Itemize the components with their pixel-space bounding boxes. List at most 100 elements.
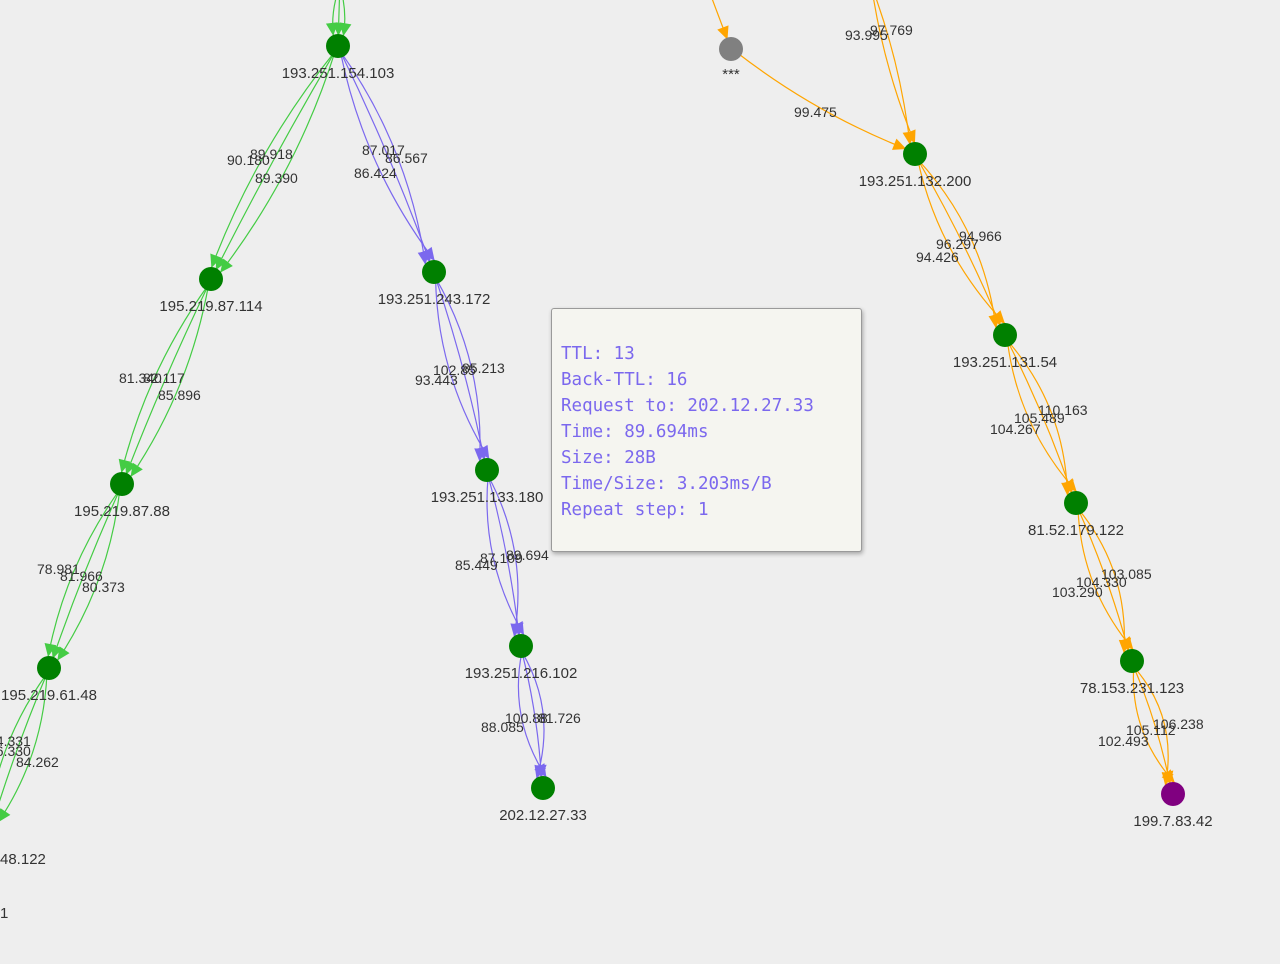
edge-label: 94.966 <box>959 228 1002 244</box>
arrowhead-icon <box>988 314 1001 329</box>
hop-node-o4[interactable] <box>1120 649 1144 673</box>
edge-label: 86.330 <box>0 743 31 759</box>
edge-orange[interactable] <box>1133 666 1169 787</box>
edge-green[interactable] <box>215 50 336 271</box>
edge-purple[interactable] <box>487 475 519 638</box>
edge-orange[interactable] <box>1132 666 1176 784</box>
edge-label: 80.373 <box>82 579 125 595</box>
node-label: 193.251.132.200 <box>859 173 972 190</box>
node-label: 48.122 <box>0 851 46 868</box>
node-label: 1 <box>0 905 8 922</box>
edge-green[interactable] <box>47 489 121 657</box>
edge-label: 82.117 <box>143 370 185 386</box>
edge-label: 93.443 <box>415 372 458 388</box>
edge-orange[interactable] <box>917 159 1002 327</box>
edge-green[interactable] <box>0 673 48 823</box>
edge-green[interactable] <box>210 50 336 269</box>
hop-node-g1[interactable] <box>326 34 350 58</box>
edge-orange[interactable] <box>735 51 907 150</box>
arrowhead-icon <box>1061 482 1074 496</box>
arrowhead-icon <box>118 458 131 473</box>
arrowhead-icon <box>0 809 3 814</box>
edge-label: 89.390 <box>255 170 298 186</box>
hop-node-o1[interactable] <box>903 142 927 166</box>
edge-label: 87.017 <box>362 142 405 158</box>
edge-label: 89.918 <box>250 146 293 162</box>
tooltip-size: Size: 28B <box>561 448 656 468</box>
edge-label: 94.426 <box>916 249 959 265</box>
hop-node-p1[interactable] <box>422 260 446 284</box>
edge-purple[interactable] <box>521 651 545 780</box>
hop-node-g2[interactable] <box>199 267 223 291</box>
edge-label: 102.493 <box>1098 733 1149 749</box>
edge-green[interactable] <box>125 284 210 476</box>
hop-node-o0[interactable] <box>719 37 743 61</box>
arrowhead-icon <box>902 131 915 145</box>
edge-purple[interactable] <box>339 51 436 262</box>
edge-purple[interactable] <box>339 51 427 265</box>
edge-label: 81.966 <box>60 568 103 584</box>
edge-green[interactable] <box>56 489 121 661</box>
edge-green[interactable] <box>219 51 336 273</box>
node-label: 193.251.154.103 <box>282 65 395 82</box>
node-label: 193.251.243.172 <box>378 291 491 308</box>
hop-node-p4[interactable] <box>531 776 555 800</box>
hop-node-o2[interactable] <box>993 323 1017 347</box>
edge-label: 88.085 <box>481 719 524 735</box>
node-label: 193.251.216.102 <box>465 665 578 682</box>
edge-green[interactable] <box>0 673 48 821</box>
edge-green[interactable] <box>0 673 48 819</box>
hop-node-g3[interactable] <box>110 472 134 496</box>
arrowhead-icon <box>210 253 222 268</box>
edge-green[interactable] <box>120 284 210 473</box>
edge-label: 100.88 <box>505 710 548 726</box>
arrowhead-icon <box>474 448 487 462</box>
node-label: 195.219.87.114 <box>159 298 262 315</box>
node-label: 199.7.83.42 <box>1133 813 1212 830</box>
edge-orange[interactable] <box>1077 508 1134 651</box>
tooltip-request-to: Request to: 202.12.27.33 <box>561 396 814 416</box>
node-label: 81.52.179.122 <box>1028 522 1124 539</box>
arrowhead-icon <box>417 251 430 265</box>
edge-orange[interactable] <box>1006 340 1078 493</box>
edge-purple[interactable] <box>517 651 547 778</box>
edge-orange[interactable] <box>1077 508 1126 654</box>
hop-node-o3[interactable] <box>1064 491 1088 515</box>
arrowhead-icon <box>534 764 547 779</box>
arrowhead-icon <box>717 25 729 40</box>
node-label: 195.219.61.48 <box>1 687 97 704</box>
edge-green[interactable] <box>130 284 210 478</box>
node-labels: 193.251.154.103 195.219.87.114 195.219.8… <box>0 65 1213 922</box>
hop-node-o5[interactable] <box>1161 782 1185 806</box>
node-label: 202.12.27.33 <box>499 807 587 824</box>
hop-node-g4[interactable] <box>37 656 61 680</box>
tooltip-time: Time: 89.694ms <box>561 422 709 442</box>
edge-label: 110.163 <box>1038 402 1088 418</box>
edge-orange[interactable] <box>1006 340 1069 496</box>
edge-labels: 90.180 89.918 89.390 81.340 82.117 85.89… <box>0 22 1204 770</box>
arrowhead-icon <box>892 138 907 150</box>
edge-orange[interactable] <box>917 158 997 329</box>
edge-label: 106.238 <box>1153 716 1204 732</box>
edge-purple[interactable] <box>434 277 490 460</box>
edge-purple[interactable] <box>486 475 525 636</box>
edge-label: 105.112 <box>1126 722 1176 738</box>
arrowhead-icon <box>44 642 57 657</box>
node-label: 78.153.231.123 <box>1080 680 1184 697</box>
edges-layer <box>0 0 1176 823</box>
arrowhead-icon <box>325 22 338 36</box>
tooltip-repeat-step: Repeat step: 1 <box>561 500 709 520</box>
edge-purple[interactable] <box>435 277 481 462</box>
edge-green[interactable] <box>52 489 121 659</box>
hop-node-p2[interactable] <box>475 458 499 482</box>
nodes-layer <box>37 34 1185 806</box>
hop-node-p3[interactable] <box>509 634 533 658</box>
edge-label: 84.331 <box>0 733 31 749</box>
edge-orange[interactable] <box>872 0 911 146</box>
edge-label: 102.85 <box>433 362 476 378</box>
edge-orange[interactable] <box>917 159 1006 325</box>
arrowhead-icon <box>1118 639 1131 654</box>
hop-tooltip: TTL: 13 Back-TTL: 16 Request to: 202.12.… <box>551 308 862 552</box>
arrowhead-icon <box>1161 772 1174 786</box>
